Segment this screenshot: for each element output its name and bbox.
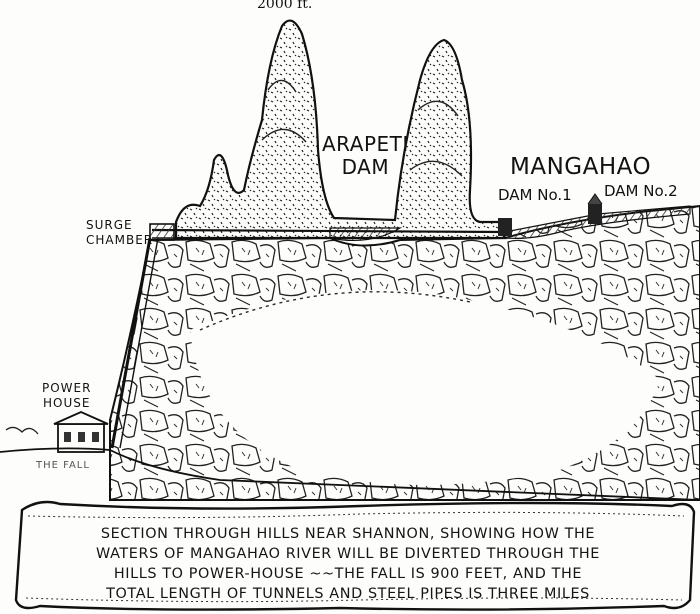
hill-height-label: 2000 ft. (257, 0, 313, 12)
surge-chamber-label: SURGE CHAMBER (86, 218, 153, 248)
surge-label-line: SURGE (86, 218, 133, 232)
power-house-building (53, 411, 109, 453)
tunnel-line (151, 228, 506, 234)
surge-chamber (149, 223, 175, 241)
arapeti-label-line: ARAPETI (322, 132, 409, 156)
dam-no2 (588, 204, 602, 224)
chamber-label-line: CHAMBER (86, 233, 154, 247)
power-house-label: POWER HOUSE (42, 381, 91, 411)
dam-no2-label: DAM No.2 (604, 182, 678, 200)
ground-line (0, 447, 700, 501)
caption-line-4: TOTAL LENGTH OF TUNNELS AND STEEL PIPES … (106, 586, 590, 602)
tailrace-label: THE FALL (36, 460, 90, 471)
power-label-line: POWER (42, 381, 92, 395)
dam-no1-label: DAM No.1 (498, 186, 572, 204)
penstock-pipe (110, 237, 152, 449)
faded-area (190, 290, 660, 485)
caption-line-1: SECTION THROUGH HILLS NEAR SHANNON, SHOW… (100, 526, 596, 542)
caption-line-2: WATERS OF MANGAHAO RIVER WILL BE DIVERTE… (96, 546, 600, 562)
caption-frame (14, 500, 696, 611)
hills-outline (174, 19, 507, 240)
arapeti-dam-label: ARAPETI DAM (322, 133, 409, 179)
house-label-line: HOUSE (43, 396, 91, 410)
dam-label-line: DAM (341, 155, 390, 179)
caption-line-3: HILLS TO POWER-HOUSE ~~THE FALL IS 900 F… (113, 566, 583, 582)
mangahao-label: MANGAHAO (510, 154, 652, 180)
dam-no1 (498, 218, 512, 236)
caption: SECTION THROUGH HILLS NEAR SHANNON, SHOW… (30, 522, 666, 606)
